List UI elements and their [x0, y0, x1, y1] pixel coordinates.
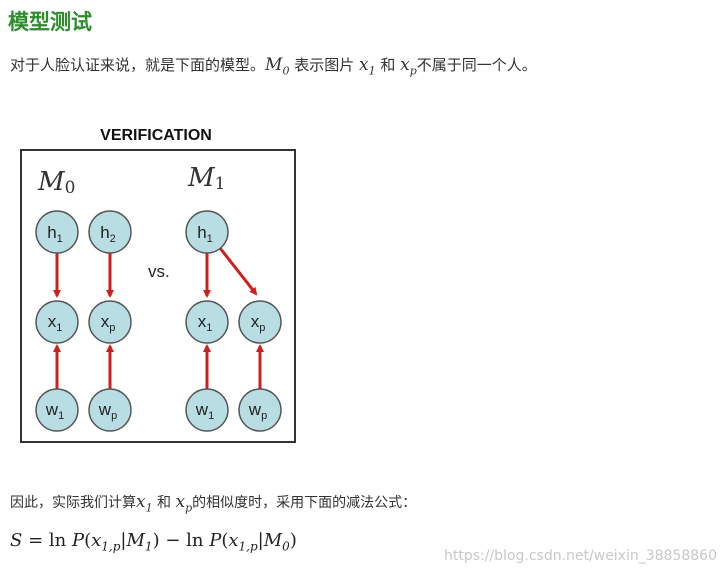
- node-xp-m1: xp: [238, 300, 282, 344]
- arrow-h1-xp-m1: [218, 247, 258, 296]
- math-xp: xp: [400, 55, 417, 78]
- svg-text:w1: w1: [195, 400, 214, 422]
- intro-text-before: 对于人脸认证来说，就是下面的模型。: [10, 56, 266, 74]
- node-w1-m1: w1: [185, 388, 229, 432]
- svg-text:x1: x1: [198, 312, 213, 334]
- label-vs: vs.: [148, 262, 170, 281]
- node-xp-m0: xp: [88, 300, 132, 344]
- svg-text:h1: h1: [47, 223, 63, 245]
- svg-text:xp: xp: [101, 312, 116, 334]
- intro-text-middle: 表示图片: [289, 56, 359, 74]
- math-m0: M0: [265, 55, 290, 78]
- svg-text:x1: x1: [48, 312, 63, 334]
- node-w1-m0: w1: [35, 388, 79, 432]
- node-h2-m0: h2: [88, 210, 132, 254]
- math-x1: x1: [358, 55, 376, 78]
- node-wp-m1: wp: [238, 388, 282, 432]
- para2-text-before: 因此，实际我们计算: [10, 495, 136, 511]
- svg-text:h2: h2: [100, 223, 116, 245]
- node-h1-m0: h1: [35, 210, 79, 254]
- node-x1-m0: x1: [35, 300, 79, 344]
- label-m1: M1: [187, 163, 225, 194]
- verification-figure: VERIFICATION M0 M1 vs. h1 h2 x1 xp w1 wp…: [20, 127, 296, 443]
- node-wp-m0: wp: [88, 388, 132, 432]
- svg-text:w1: w1: [45, 400, 64, 422]
- node-x1-m1: x1: [185, 300, 229, 344]
- node-h1-m1: h1: [185, 210, 229, 254]
- svg-text:wp: wp: [248, 400, 267, 422]
- method-paragraph: 因此，实际我们计算x1 和 xp的相似度时，采用下面的减法公式：: [10, 492, 416, 514]
- svg-text:h1: h1: [197, 223, 213, 245]
- intro-paragraph: 对于人脸认证来说，就是下面的模型。M0 表示图片 x1 和 xp不属于同一个人。: [10, 54, 537, 77]
- svg-text:wp: wp: [98, 400, 117, 422]
- svg-text:xp: xp: [251, 312, 266, 334]
- label-m0: M0: [37, 167, 75, 198]
- watermark: https://blog.csdn.net/weixin_38858860: [443, 548, 717, 564]
- section-heading: 模型测试: [8, 10, 92, 34]
- para2-text-after: 的相似度时，采用下面的减法公式：: [192, 495, 417, 511]
- intro-text-after: 不属于同一个人。: [416, 56, 537, 74]
- subtraction-formula: S = ln P(x1,p|M1) − ln P(x1,p|M0): [10, 530, 297, 554]
- intro-text-and: 和: [375, 56, 401, 74]
- math-xp-p2: xp: [175, 492, 193, 515]
- math-x1-p2: x1: [136, 492, 153, 515]
- figure-title: VERIFICATION: [100, 127, 212, 144]
- para2-text-and: 和: [152, 495, 176, 511]
